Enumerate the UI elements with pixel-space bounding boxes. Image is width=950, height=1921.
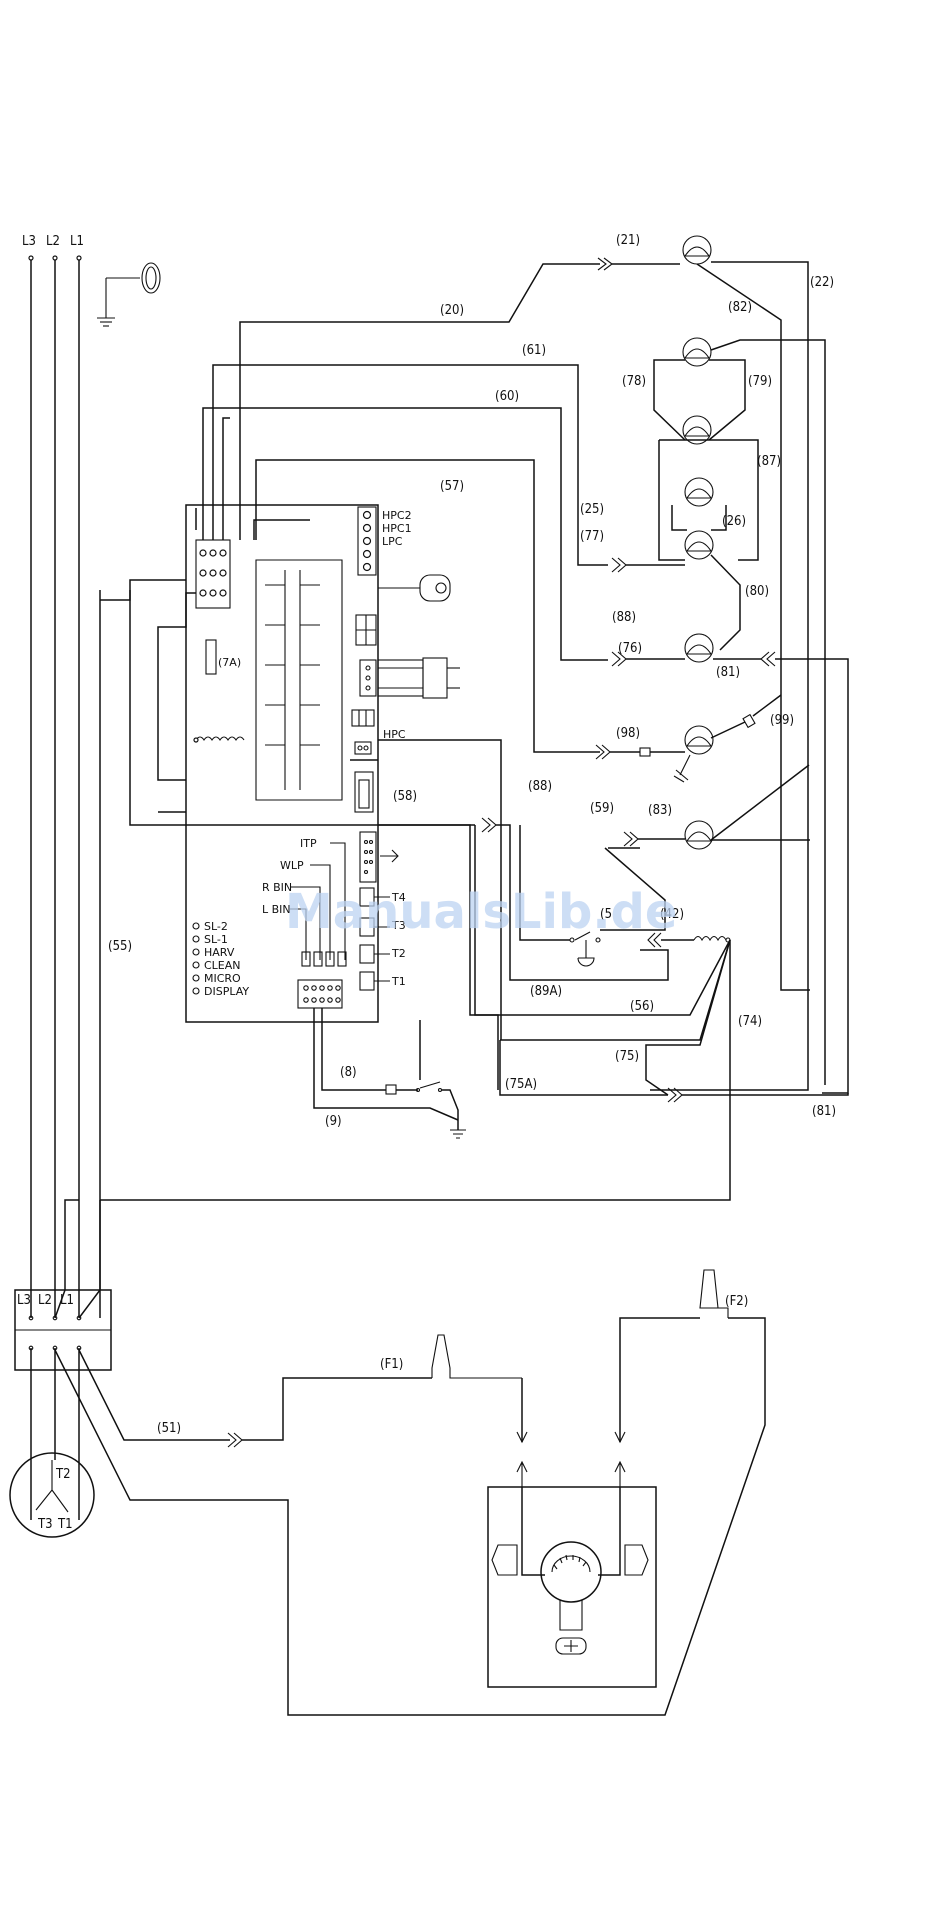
- label-rbin: R BIN: [262, 881, 292, 894]
- label-w88a: (88): [612, 610, 636, 625]
- label-w8: (8): [340, 1065, 357, 1080]
- label-w59: (59): [590, 801, 614, 816]
- label-w60: (60): [495, 389, 519, 404]
- label-lpc: LPC: [382, 535, 403, 548]
- control-wires: [99, 263, 608, 1318]
- label-w87: (87): [757, 454, 781, 469]
- led-label: MICRO: [204, 972, 241, 985]
- label-w22: (22): [810, 275, 834, 290]
- label-w77: (77): [580, 529, 604, 544]
- label-w26: (26): [722, 514, 746, 529]
- label-t2: T2: [391, 947, 406, 960]
- contactor-l2: L2: [38, 1293, 52, 1308]
- label-wlp: WLP: [280, 859, 304, 872]
- led-label: SL-1: [204, 933, 228, 946]
- label-l1: L1: [70, 234, 84, 249]
- label-w89a: (89A): [530, 984, 562, 999]
- middle-wires: (88) (42) (5 (89A) (56) (74) (75) (75A) …: [100, 779, 849, 1201]
- label-w79: (79): [748, 374, 772, 389]
- label-w74: (74): [738, 1014, 762, 1029]
- label-w20: (20): [440, 303, 464, 318]
- label-w58: (58): [393, 789, 417, 804]
- label-7a: (7A): [218, 656, 241, 669]
- label-w76: (76): [618, 641, 642, 656]
- ground-wires: (8) (9): [313, 1008, 466, 1139]
- label-w5x: (5: [600, 907, 612, 922]
- label-w99: (99): [770, 713, 794, 728]
- led-indicator: [192, 961, 200, 969]
- led-label: DISPLAY: [204, 985, 249, 998]
- label-l2: L2: [46, 234, 60, 249]
- label-hpc: HPC: [383, 728, 406, 741]
- led-indicator: [192, 922, 200, 930]
- label-l3: L3: [22, 234, 36, 249]
- label-w82: (82): [728, 300, 752, 315]
- led-label: SL-2: [204, 920, 228, 933]
- fan-motor-section: (51) (F1) (F2): [54, 1269, 766, 1716]
- label-w78: (78): [622, 374, 646, 389]
- label-w9: (9): [325, 1114, 342, 1129]
- contactor-l1: L1: [60, 1293, 74, 1308]
- label-w25: (25): [580, 502, 604, 517]
- label-hpc1: HPC1: [382, 522, 412, 535]
- label-hpc2: HPC2: [382, 509, 412, 522]
- label-w42: (42): [660, 907, 684, 922]
- label-w88b: (88): [528, 779, 552, 794]
- label-w75: (75): [615, 1049, 639, 1064]
- watermark: ManualsLib.de: [285, 884, 677, 940]
- compressor-motor: T2 T3 T1: [9, 1348, 95, 1538]
- power-lines: L3 L2 L1: [22, 234, 84, 1318]
- label-wf2: (F2): [725, 1294, 748, 1309]
- label-w80: (80): [745, 584, 769, 599]
- label-w81b: (81): [812, 1104, 836, 1119]
- label-t3: T3: [391, 919, 406, 932]
- label-w61: (61): [522, 343, 546, 358]
- label-w83: (83): [648, 803, 672, 818]
- led-indicator: [192, 948, 200, 956]
- contactor: L3 L2 L1: [14, 1199, 112, 1371]
- top-components: (21) (22) (82) (78) (79) (87) (26) (25) …: [440, 233, 849, 1094]
- led-indicator: [192, 974, 200, 982]
- label-t1: T1: [391, 975, 406, 988]
- label-wf1: (F1): [380, 1357, 403, 1372]
- label-w98: (98): [616, 726, 640, 741]
- ground-icon: [97, 262, 161, 327]
- label-w56: (56): [630, 999, 654, 1014]
- label-w55: (55): [108, 939, 132, 954]
- label-t4: T4: [391, 891, 406, 904]
- led-label: CLEAN: [204, 959, 241, 972]
- motor-t2: T2: [55, 1467, 71, 1482]
- label-w51: (51): [157, 1421, 181, 1436]
- label-itp: ITP: [300, 837, 317, 850]
- motor-t3: T3: [37, 1517, 53, 1532]
- label-w81a: (81): [716, 665, 740, 680]
- control-board: HPC2 HPC1 LPC (7A) HPC (58): [185, 504, 460, 1023]
- label-w21: (21): [616, 233, 640, 248]
- motor-t1: T1: [57, 1517, 73, 1532]
- led-label: HARV: [204, 946, 235, 959]
- label-w57: (57): [440, 479, 464, 494]
- led-indicator: [192, 987, 200, 995]
- led-indicator: [192, 935, 200, 943]
- label-lbin: L BIN: [262, 903, 291, 916]
- label-w75a: (75A): [505, 1077, 537, 1092]
- contactor-l3: L3: [17, 1293, 31, 1308]
